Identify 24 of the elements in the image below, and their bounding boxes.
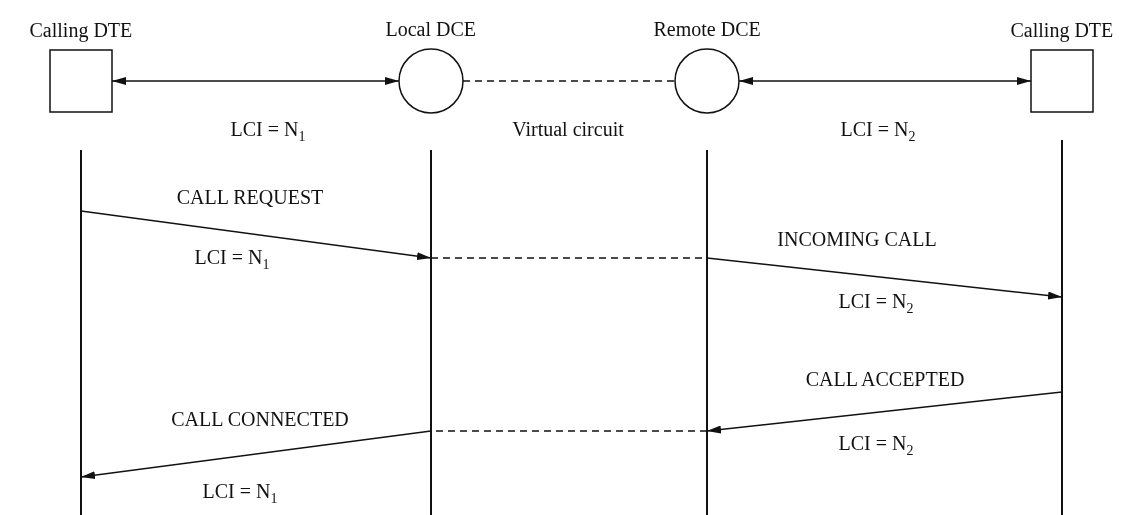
edge-label: INCOMING CALL <box>777 228 937 250</box>
dashed-line <box>462 80 676 82</box>
node-heading: Calling DTE <box>1010 19 1114 41</box>
node-heading: Calling DTE <box>29 19 133 41</box>
message-label: LCI = N$_{1}$ <box>202 480 278 508</box>
edge-label: Virtual circuit <box>512 118 624 140</box>
message-label: LCI = N$_{2}$ <box>838 290 914 318</box>
lifeline <box>430 150 432 515</box>
edge-label: LCI = N$_{2}$ <box>840 118 916 146</box>
arrow <box>706 391 1063 434</box>
edge-label: CALL CONNECTED <box>171 408 349 430</box>
edge-label: LCI = N$_{1}$ <box>230 118 306 146</box>
lifeline <box>1061 140 1063 515</box>
lifeline <box>80 150 82 515</box>
arrow <box>706 257 1063 300</box>
node-heading: Remote DCE <box>653 18 761 40</box>
edge-label: CALL ACCEPTED <box>805 368 965 390</box>
arrow <box>80 430 432 480</box>
message-label: LCI = N$_{2}$ <box>838 432 914 460</box>
message-label: LCI = N$_{1}$ <box>194 246 270 274</box>
arrow <box>80 210 432 261</box>
edge-label: CALL REQUEST <box>176 186 324 208</box>
node-heading: Local DCE <box>385 18 477 40</box>
lifeline <box>706 150 708 515</box>
